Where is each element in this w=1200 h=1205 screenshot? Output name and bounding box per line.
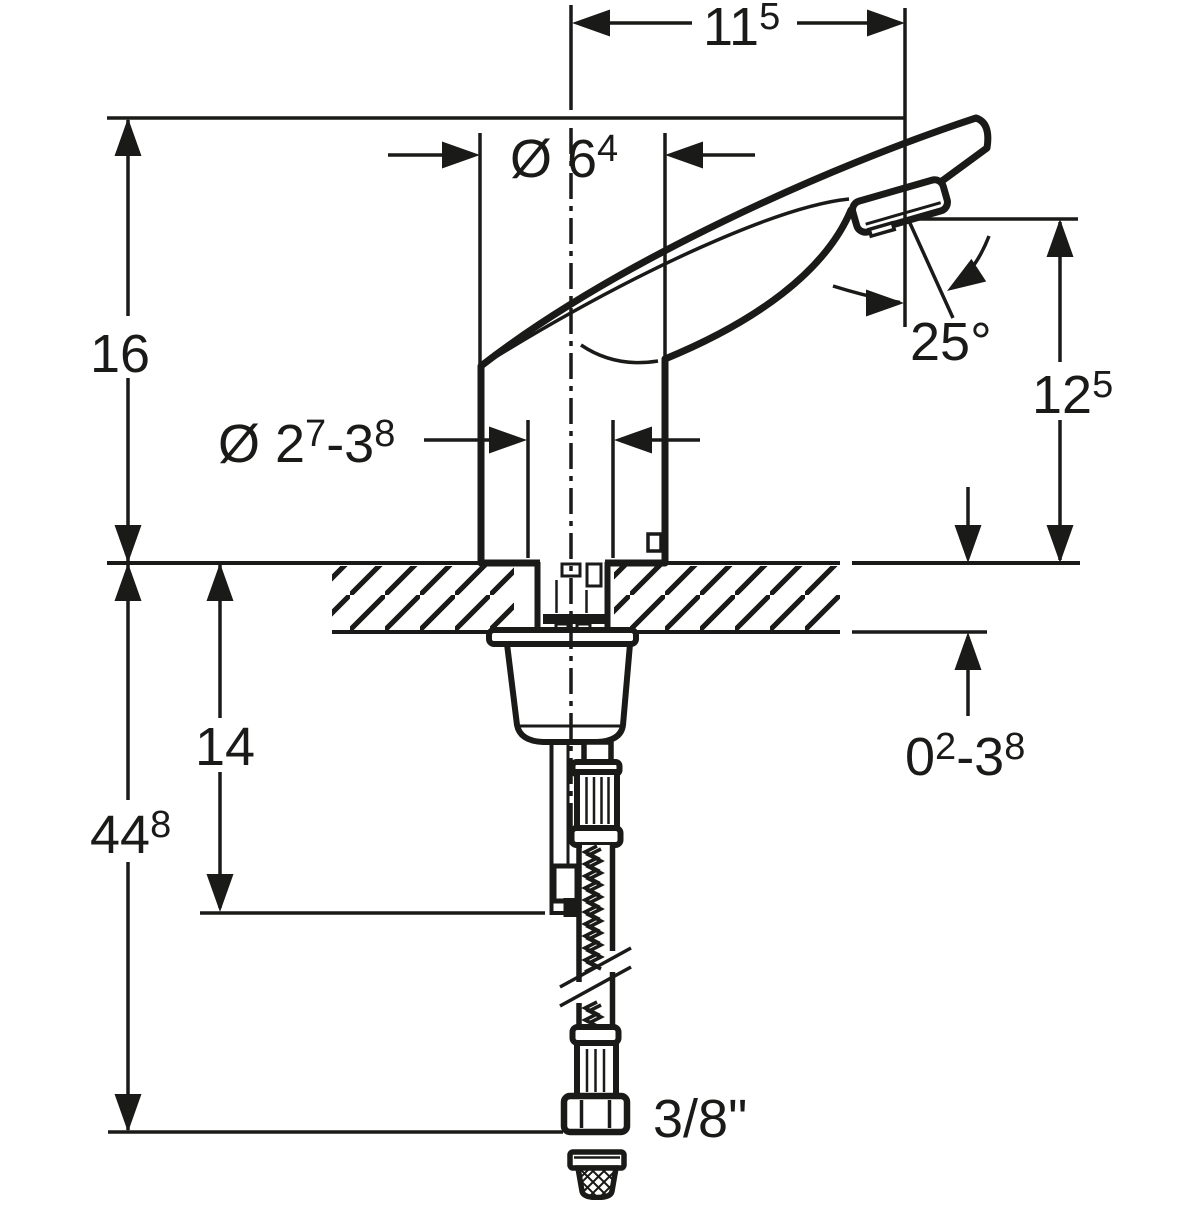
label-deck-thickness: 02-38 <box>905 726 1025 787</box>
mounting-cone <box>486 627 639 745</box>
sensor-window <box>646 532 663 553</box>
dimension-labels: 115 Ø 64 16 Ø 27-38 25° 125 02-38 14 448… <box>90 0 1113 1149</box>
label-outlet-height: 125 <box>1032 364 1113 425</box>
threaded-plug <box>567 1149 627 1201</box>
label-total-depth: 448 <box>90 804 171 865</box>
supply-hose <box>559 844 632 1028</box>
label-connector-depth: 14 <box>195 717 255 777</box>
break-line <box>559 946 632 989</box>
label-spout-reach: 115 <box>703 0 780 57</box>
aerator-outlet <box>849 176 951 239</box>
faucet-body <box>477 114 992 567</box>
dimension-arrows <box>114 9 1074 1132</box>
connection-nut <box>560 1092 631 1136</box>
label-hole-diameter: Ø 27-38 <box>218 413 395 474</box>
hose-coupling-upper <box>568 739 624 848</box>
countertop-slab <box>107 561 1080 634</box>
hose-coupling-lower <box>569 1024 622 1099</box>
break-line <box>559 965 632 1008</box>
label-thread-size: 3/8" <box>653 1089 747 1149</box>
label-body-diameter: Ø 64 <box>510 128 618 189</box>
label-spout-angle: 25° <box>910 312 992 372</box>
label-body-height: 16 <box>90 324 150 384</box>
